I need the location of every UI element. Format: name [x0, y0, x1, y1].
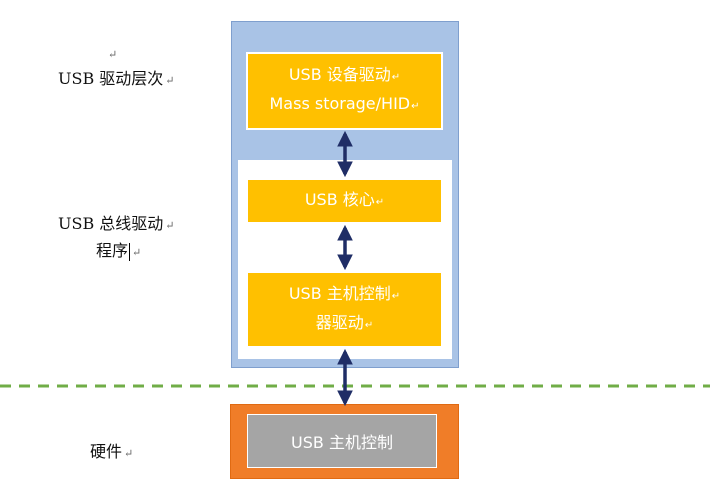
label-usb-bus-driver-2: 程序↵ [96, 238, 141, 266]
label-hardware-text: 硬件 [90, 442, 123, 461]
paragraph-mark: ↵ [165, 219, 175, 232]
paragraph-mark: ↵ [124, 447, 134, 460]
usb-host-controller-label: USB 主机控制 [291, 433, 393, 452]
usb-host-controller-driver-line1: USB 主机控制↵ [288, 283, 401, 303]
label-usb-bus-driver-line2: 程序 [96, 241, 129, 260]
usb-host-controller-box: USB 主机控制 [247, 414, 437, 468]
label-hardware: 硬件↵ [90, 439, 133, 467]
label-usb-driver-layers: USB 驱动层次↵ [58, 66, 175, 94]
paragraph-mark: ↵ [132, 246, 142, 259]
label-usb-bus-driver-line1: USB 总线驱动 [58, 214, 164, 233]
usb-device-driver-box: USB 设备驱动↵ Mass storage/HID↵ [246, 52, 443, 130]
text-cursor [129, 242, 131, 261]
paragraph-mark: ↵ [165, 74, 175, 87]
usb-core-box: USB 核心↵ [246, 178, 443, 224]
usb-host-controller-driver-line2: 器驱动↵ [315, 312, 374, 332]
paragraph-mark: ↵ [108, 48, 118, 61]
empty-paragraph: ↵ [106, 40, 117, 68]
label-usb-bus-driver: USB 总线驱动↵ [58, 211, 175, 239]
label-usb-driver-layers-text: USB 驱动层次 [58, 69, 164, 88]
usb-core-label: USB 核心↵ [304, 189, 385, 209]
usb-host-controller-driver-box: USB 主机控制↵ 器驱动↵ [246, 271, 443, 348]
usb-device-driver-line2: Mass storage/HID↵ [269, 94, 420, 113]
usb-device-driver-line1: USB 设备驱动↵ [288, 65, 401, 84]
